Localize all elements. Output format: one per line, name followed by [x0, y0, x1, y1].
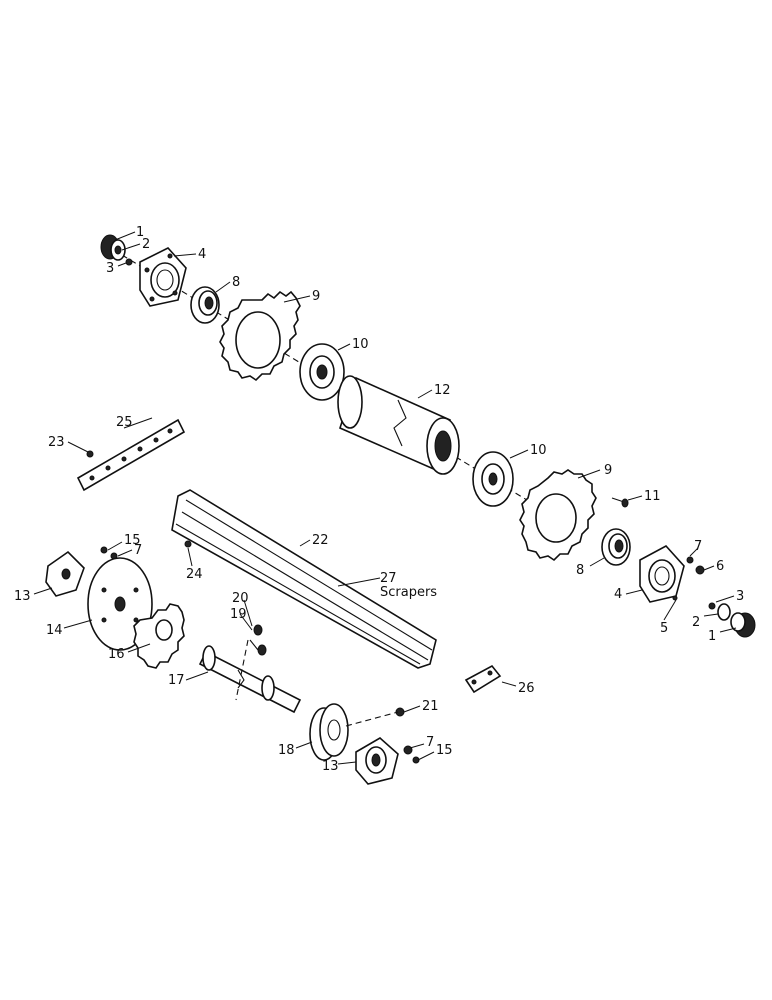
label-7-right: 7 — [694, 539, 702, 554]
label-20: 20 — [232, 591, 249, 606]
part-19-20-bolts — [235, 624, 267, 701]
label-9-lower: 9 — [604, 463, 612, 478]
part-15-nut-left — [100, 546, 108, 554]
part-5-pin — [672, 595, 678, 601]
label-1-right: 1 — [708, 629, 716, 644]
part-4-flange-housing-right — [639, 544, 685, 603]
part-18-wheel — [309, 703, 349, 761]
part-1-bearing — [100, 234, 126, 261]
part-25-chain — [76, 418, 186, 492]
label-8-right: 8 — [576, 563, 584, 578]
label-18: 18 — [278, 743, 295, 758]
label-2-top: 2 — [142, 237, 150, 252]
label-10-lower: 10 — [530, 443, 547, 458]
label-6: 6 — [716, 559, 724, 574]
label-22: 22 — [312, 533, 329, 548]
label-11: 11 — [644, 489, 661, 504]
part-labels: 1 2 3 4 8 9 10 12 25 23 10 9 11 22 24 27… — [14, 225, 744, 774]
part-21-dash — [345, 711, 399, 727]
part-6-nut — [695, 565, 705, 575]
label-5: 5 — [660, 621, 668, 636]
label-3-top: 3 — [106, 261, 114, 276]
label-17: 17 — [168, 673, 185, 688]
leader-lines — [33, 231, 737, 765]
part-7-washer-right — [686, 556, 694, 564]
label-7-lower: 7 — [426, 735, 434, 750]
label-15-lower: 15 — [436, 743, 453, 758]
label-4-top: 4 — [198, 247, 206, 262]
label-19: 19 — [230, 607, 247, 622]
label-14: 14 — [46, 623, 63, 638]
label-8-top: 8 — [232, 275, 240, 290]
label-25: 25 — [116, 415, 133, 430]
label-27: 27 — [380, 571, 397, 586]
part-10-flange-lower — [472, 451, 514, 507]
label-12: 12 — [434, 383, 451, 398]
part-3-nut-right — [708, 602, 716, 610]
label-21: 21 — [422, 699, 439, 714]
label-scrapers: Scrapers — [380, 585, 437, 600]
label-26: 26 — [518, 681, 535, 696]
label-24: 24 — [186, 567, 203, 582]
part-26-link — [464, 664, 502, 694]
part-9-sprocket-lower — [519, 469, 597, 562]
part-23-bolt — [86, 450, 94, 458]
part-9-sprocket-upper — [219, 290, 301, 382]
part-3-nut — [125, 258, 133, 266]
label-13-lower: 13 — [322, 759, 339, 774]
part-17-shaft — [198, 645, 302, 714]
label-10-top: 10 — [352, 337, 369, 352]
part-16-sprocket — [133, 603, 185, 669]
part-1-bearing-right — [730, 612, 756, 638]
part-4-flange-housing — [139, 247, 187, 307]
part-13-flange-housing-lower — [355, 737, 399, 785]
label-15-left: 15 — [124, 533, 141, 548]
label-23: 23 — [48, 435, 65, 450]
label-9-top: 9 — [312, 289, 320, 304]
part-22-scraper-bar — [171, 489, 437, 669]
part-8-bearing-ring — [190, 286, 220, 324]
part-10-flange-upper — [299, 343, 345, 401]
part-7-washer-lower — [403, 745, 413, 755]
part-11-bolt — [611, 497, 629, 508]
part-24-bolt — [184, 540, 192, 548]
label-7-left: 7 — [134, 543, 142, 558]
part-2-washer-right — [717, 603, 731, 621]
label-1-top: 1 — [136, 225, 144, 240]
label-13-left: 13 — [14, 589, 31, 604]
label-3-right: 3 — [736, 589, 744, 604]
label-16: 16 — [108, 647, 125, 662]
part-13-flange-housing-left — [45, 550, 85, 597]
part-8-bearing-ring-right — [601, 528, 631, 566]
label-4-right: 4 — [614, 587, 622, 602]
part-12-drum — [337, 375, 460, 475]
label-2-right: 2 — [692, 615, 700, 630]
